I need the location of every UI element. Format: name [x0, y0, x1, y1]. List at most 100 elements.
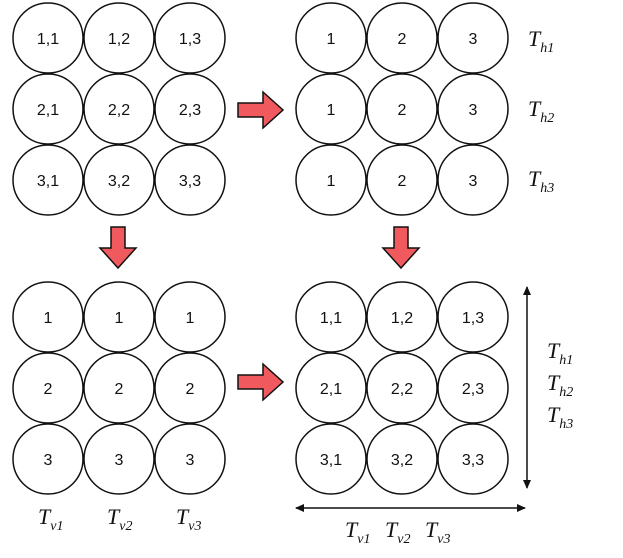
cell-circle: [295, 144, 367, 216]
grid-cell: 3: [154, 423, 226, 495]
cell-circle: [366, 144, 438, 216]
cell-label: 2: [186, 381, 195, 398]
cell-circle: [83, 144, 155, 216]
cell-circle: [83, 281, 155, 353]
cell-label: 1: [327, 31, 336, 48]
column-label-tv3: Tv3: [176, 504, 201, 534]
column-label-tv2: Tv2: [107, 504, 132, 534]
cell-label: 1,1: [320, 310, 342, 327]
grid-cell: 3: [83, 423, 155, 495]
down-arrow-icon: [98, 226, 138, 270]
row-labels-top-right: Th1 Th2 Th3: [528, 26, 554, 196]
cell-label: 3: [44, 452, 53, 469]
grid-cell: 3: [437, 144, 509, 216]
cell-circle: [12, 144, 84, 216]
bottom-labels-bottom-right: Tv1 Tv2 Tv3: [345, 517, 450, 547]
cell-circle: [12, 281, 84, 353]
cell-circle: [437, 144, 509, 216]
cell-label: 3,3: [462, 452, 484, 469]
cell-label: 2,2: [391, 381, 413, 398]
cell-label: 1,3: [462, 310, 484, 327]
bottom-label-tv1: Tv1: [345, 517, 370, 547]
cell-circle: [12, 423, 84, 495]
right-arrow-icon: [237, 362, 285, 402]
row-label-th2: Th2: [528, 96, 554, 126]
grid-cell: 2: [154, 352, 226, 424]
cell-circle: [366, 281, 438, 353]
cell-circle: [154, 73, 226, 145]
cell-circle: [83, 352, 155, 424]
grid-cell: 1,1: [295, 281, 367, 353]
grid-cell: 1: [12, 281, 84, 353]
cell-label: 2,3: [462, 381, 484, 398]
side-label-th2: Th2: [547, 370, 573, 400]
column-label-tv1: Tv1: [38, 504, 63, 534]
grid-cell: 1: [295, 2, 367, 74]
cell-label: 2,1: [320, 381, 342, 398]
grid-cell: 2,2: [366, 352, 438, 424]
cell-label: 1: [327, 102, 336, 119]
grid-cell: 3: [437, 2, 509, 74]
cell-circle: [154, 352, 226, 424]
cell-circle: [366, 423, 438, 495]
grid-cell: 3,1: [295, 423, 367, 495]
cell-circle: [366, 2, 438, 74]
cell-label: 3,3: [179, 173, 201, 190]
cell-label: 1: [327, 173, 336, 190]
grid-cell: 2,2: [83, 73, 155, 145]
side-label-th3: Th3: [547, 402, 573, 432]
cell-circle: [366, 73, 438, 145]
cell-label: 3,1: [320, 452, 342, 469]
cell-label: 3: [186, 452, 195, 469]
cell-circle: [437, 423, 509, 495]
cell-label: 3: [469, 102, 478, 119]
grid-cell: 1,1: [12, 2, 84, 74]
grid-top-right: 1 2 3 1 2 3 1 2 3: [295, 2, 509, 216]
cell-circle: [83, 73, 155, 145]
grid-cell: 3: [12, 423, 84, 495]
cell-circle: [295, 281, 367, 353]
cell-label: 3,2: [108, 173, 130, 190]
grid-cell: 2: [366, 73, 438, 145]
cell-circle: [437, 2, 509, 74]
cell-label: 2,2: [108, 102, 130, 119]
grid-cell: 3,3: [437, 423, 509, 495]
cell-circle: [154, 144, 226, 216]
cell-label: 2,1: [37, 102, 59, 119]
cell-circle: [12, 2, 84, 74]
grid-cell: 2: [83, 352, 155, 424]
cell-circle: [154, 2, 226, 74]
grid-cell: 2: [366, 2, 438, 74]
down-arrow-icon: [381, 226, 421, 270]
side-label-th1: Th1: [547, 338, 573, 368]
cell-label: 1: [186, 310, 195, 327]
cell-circle: [12, 352, 84, 424]
cell-circle: [83, 2, 155, 74]
cell-circle: [83, 423, 155, 495]
row-label-th1: Th1: [528, 26, 554, 56]
cell-circle: [154, 423, 226, 495]
bottom-label-tv2: Tv2: [385, 517, 410, 547]
cell-circle: [295, 423, 367, 495]
cell-circle: [437, 281, 509, 353]
cell-label: 3,1: [37, 173, 59, 190]
cell-label: 1: [115, 310, 124, 327]
grid-cell: 3,2: [83, 144, 155, 216]
grid-cell: 1: [154, 281, 226, 353]
grid-cell: 1,3: [154, 2, 226, 74]
grid-cell: 3: [437, 73, 509, 145]
cell-label: 3: [469, 31, 478, 48]
grid-cell: 1,2: [83, 2, 155, 74]
column-labels-bottom-left: Tv1 Tv2 Tv3: [38, 504, 201, 534]
grid-cell: 2,3: [437, 352, 509, 424]
cell-circle: [295, 73, 367, 145]
cell-circle: [437, 73, 509, 145]
grid-cell: 2: [366, 144, 438, 216]
cell-label: 2: [115, 381, 124, 398]
grid-cell: 2: [12, 352, 84, 424]
cell-label: 1,3: [179, 31, 201, 48]
cell-label: 3: [469, 173, 478, 190]
cell-label: 2: [398, 102, 407, 119]
